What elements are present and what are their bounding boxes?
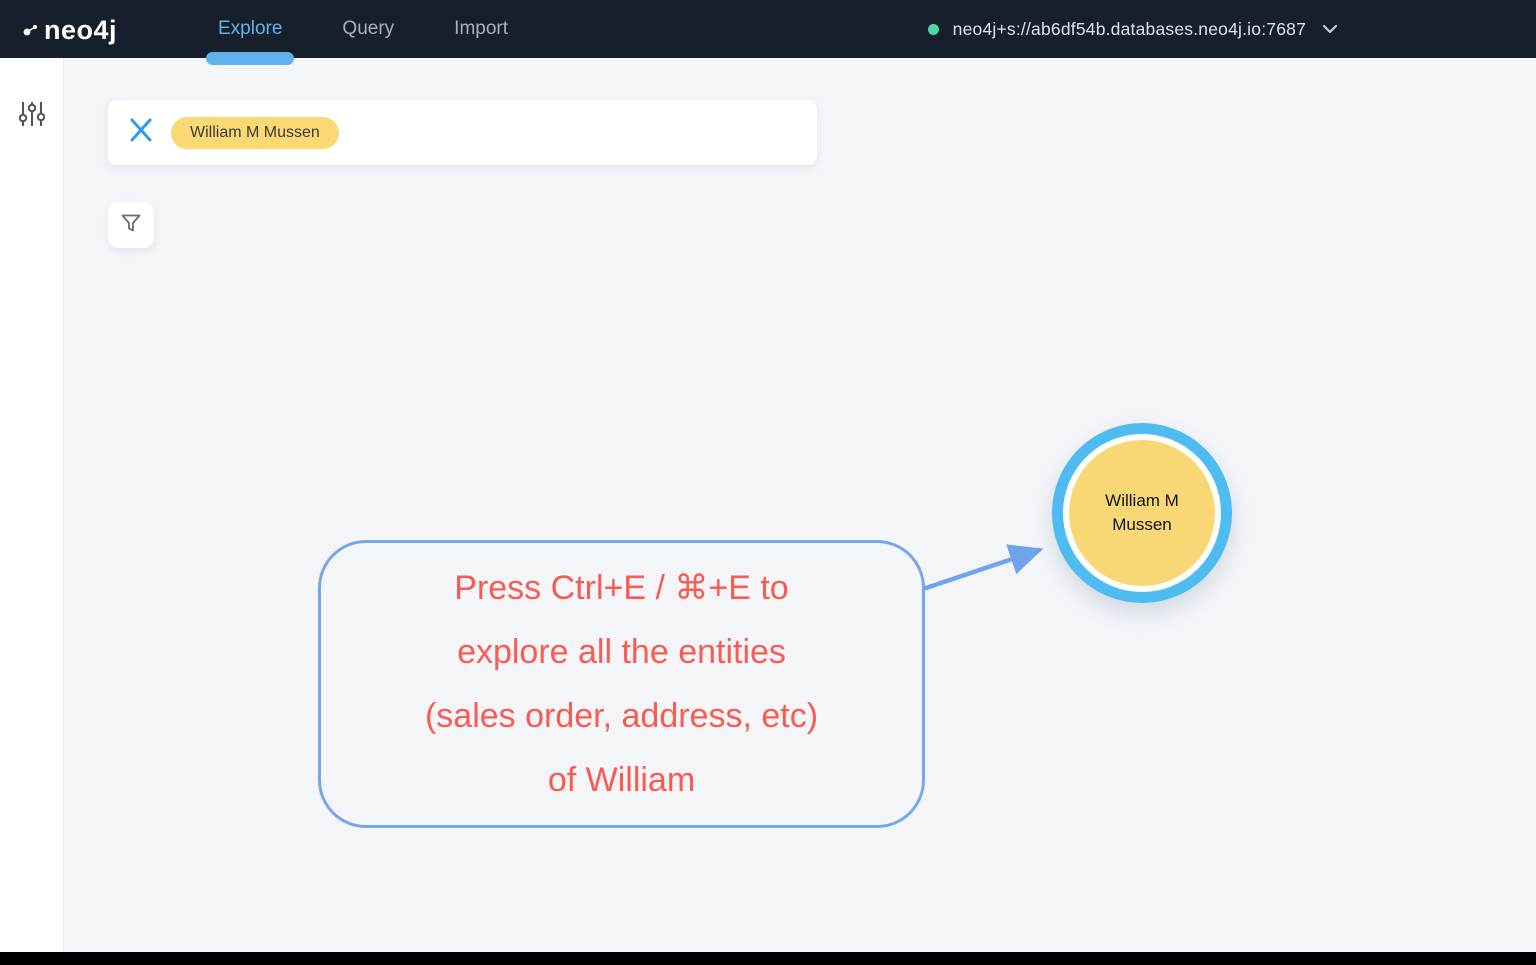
annotation-callout: Press Ctrl+E / ⌘+E to explore all the en… (318, 540, 925, 828)
neo4j-logo[interactable]: neo4j (0, 15, 128, 44)
tab-explore-label: Explore (218, 18, 283, 39)
annotation-line-1: Press Ctrl+E / ⌘+E to (454, 569, 789, 607)
clear-search-button[interactable] (126, 118, 156, 148)
neo4j-logo-text: neo4j (44, 14, 118, 45)
main-tabs: Explore Query Import (206, 0, 520, 65)
connection-url: neo4j+s://ab6df54b.databases.neo4j.io:76… (952, 18, 1306, 39)
perspective-settings-button[interactable] (0, 84, 64, 148)
sliders-icon (18, 100, 46, 133)
annotation-line-4: of William (547, 761, 696, 799)
tab-import[interactable]: Import (442, 0, 520, 58)
chevron-down-icon (1322, 24, 1338, 34)
graph-node-william-m-mussen[interactable]: William M Mussen (1052, 423, 1232, 603)
connection-status-dot (927, 23, 939, 35)
bottom-bar (0, 952, 1536, 965)
neo4j-logo-icon (22, 15, 42, 42)
tab-import-label: Import (454, 18, 509, 39)
search-chip[interactable]: William M Mussen (171, 116, 339, 149)
x-icon (128, 117, 154, 148)
search-chip-label: William M Mussen (190, 123, 320, 141)
tab-query-label: Query (342, 18, 395, 39)
funnel-icon (120, 212, 142, 239)
filter-button[interactable] (108, 202, 154, 248)
graph-node-label: William M Mussen (1105, 491, 1179, 534)
graph-node-body: William M Mussen (1069, 440, 1215, 586)
graph-canvas[interactable]: William M Mussen William M Mussen Press … (64, 58, 1536, 952)
annotation-line-2: explore all the entities (457, 633, 786, 671)
tab-query[interactable]: Query (330, 0, 406, 58)
search-bar[interactable]: William M Mussen (108, 100, 817, 165)
annotation-line-3: (sales order, address, etc) (424, 697, 819, 735)
connection-selector[interactable]: neo4j+s://ab6df54b.databases.neo4j.io:76… (927, 18, 1536, 40)
left-sidebar (0, 58, 64, 952)
top-navbar: neo4j Explore Query Import neo4j+s://ab6… (0, 0, 1536, 65)
tab-explore[interactable]: Explore (206, 0, 295, 65)
